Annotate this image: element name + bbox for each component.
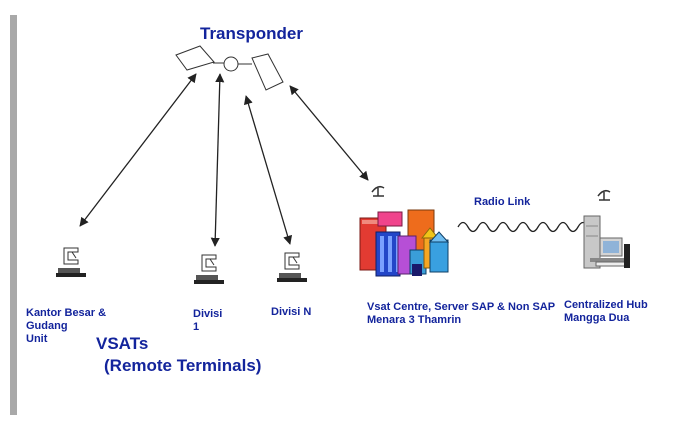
dish-icon: [371, 185, 385, 197]
vsats-label: VSATs: [96, 334, 149, 353]
computer-workstation-icon: [583, 215, 630, 269]
node-label-vsat-centre: Vsat Centre, Server SAP & Non SAP Menara…: [367, 301, 556, 326]
vsat-terminal-icon: [56, 247, 86, 277]
node-label-divisi-1: Divisi 1: [193, 308, 223, 333]
link-arrow-vsat-centre: [289, 85, 369, 181]
link-arrow-kantor: [79, 73, 197, 227]
transponder-title: Transponder: [200, 24, 303, 43]
radio-link-label: Radio Link: [474, 196, 531, 208]
dish-icon: [597, 189, 611, 201]
link-arrow-divisi-1: [210, 73, 225, 247]
radio-link-wave: [457, 221, 589, 233]
satellite-icon: [175, 45, 284, 91]
node-label-divisi-n: Divisi N: [271, 306, 312, 318]
node-label-kantor: Kantor Besar & Gudang Unit: [26, 307, 107, 345]
node-label-centralized-hub: Centralized Hub Mangga Dua: [564, 299, 648, 324]
link-arrow-divisi-n: [243, 95, 293, 245]
left-accent-bar: [10, 15, 17, 415]
vsat-terminal-icon: [194, 254, 224, 284]
city-buildings-icon: [359, 209, 450, 277]
remote-terminals-label: (Remote Terminals): [104, 356, 262, 375]
vsat-terminal-icon: [277, 252, 307, 282]
